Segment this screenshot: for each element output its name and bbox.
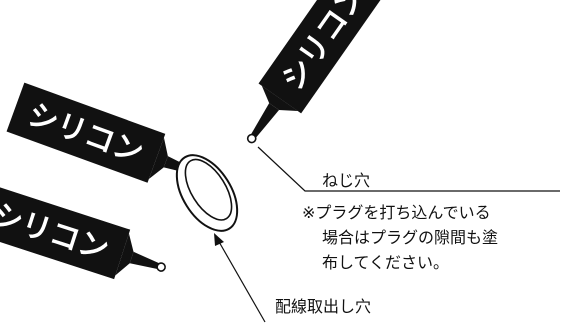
tube-body bbox=[0, 183, 131, 280]
tube-shoulder bbox=[115, 233, 134, 276]
tube-body bbox=[6, 82, 166, 183]
tube-tip bbox=[246, 133, 257, 144]
screw-hole-label: ねじ穴 bbox=[322, 171, 370, 190]
silicone-tube-lower-left: シリコン bbox=[0, 183, 166, 280]
tube-nozzle bbox=[250, 103, 280, 138]
note-line-2: 場合はプラグの隙間も塗 bbox=[322, 228, 498, 247]
tube-nozzle bbox=[129, 251, 160, 269]
outlet-arrow bbox=[214, 233, 266, 323]
tube-tip bbox=[156, 262, 166, 272]
wiring-outlet-hole bbox=[175, 154, 239, 232]
note-line-3: 布してください。 bbox=[322, 253, 449, 272]
wiring-outlet-label: 配線取出し穴 bbox=[275, 297, 371, 316]
screw-hole-leader-line bbox=[257, 146, 560, 192]
note-line-1: ※プラグを打ち込んでいる bbox=[302, 203, 491, 222]
silicone-tube-upper-right: シリコン bbox=[246, 0, 388, 144]
tube-body bbox=[258, 0, 388, 114]
tube-shoulder bbox=[148, 137, 168, 179]
silicone-tube-upper-left: シリコン bbox=[6, 82, 192, 183]
